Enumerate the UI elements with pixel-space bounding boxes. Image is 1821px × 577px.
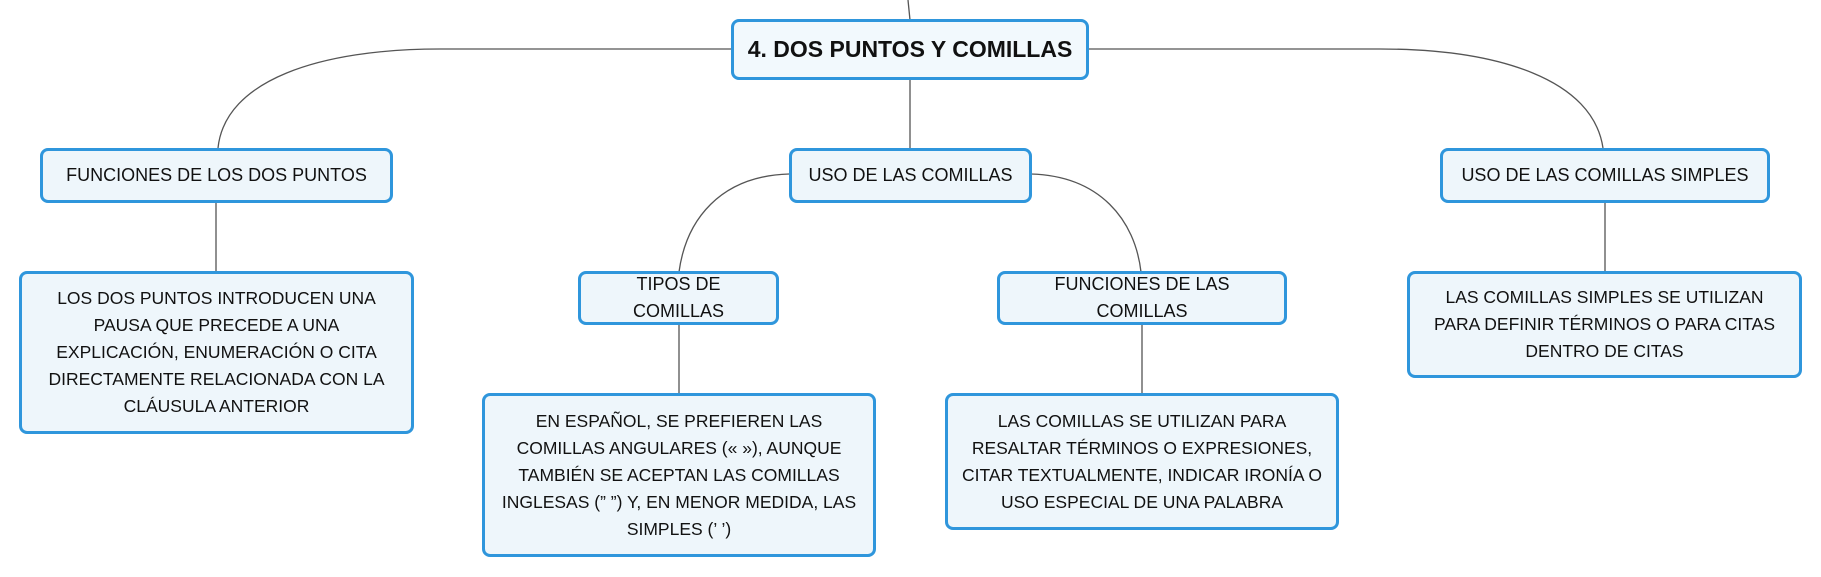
- detail-tipos-comillas[interactable]: EN ESPAÑOL, SE PREFIEREN LAS COMILLAS AN…: [482, 393, 876, 557]
- topic-uso-comillas[interactable]: USO DE LAS COMILLAS: [789, 148, 1032, 203]
- topic-uso-comillas-simples[interactable]: USO DE LAS COMILLAS SIMPLES: [1440, 148, 1770, 203]
- root-topic-node[interactable]: 4. DOS PUNTOS Y COMILLAS: [731, 19, 1089, 80]
- topic-tipos-comillas[interactable]: TIPOS DE COMILLAS: [578, 271, 779, 325]
- detail-funciones-comillas[interactable]: LAS COMILLAS SE UTILIZAN PARA RESALTAR T…: [945, 393, 1339, 530]
- topic-funciones-dos-puntos[interactable]: FUNCIONES DE LOS DOS PUNTOS: [40, 148, 393, 203]
- connector-root-to-simples: [1089, 48, 1604, 149]
- connector-parent-to-root: [907, 0, 911, 21]
- topic-funciones-comillas[interactable]: FUNCIONES DE LAS COMILLAS: [997, 271, 1287, 325]
- detail-funciones-dos-puntos[interactable]: LOS DOS PUNTOS INTRODUCEN UNA PAUSA QUE …: [19, 271, 414, 434]
- connector-root-to-dos-puntos: [217, 48, 731, 149]
- detail-uso-comillas-simples[interactable]: LAS COMILLAS SIMPLES SE UTILIZAN PARA DE…: [1407, 271, 1802, 378]
- connector-comillas-to-tipos: [678, 173, 790, 273]
- connector-comillas-to-funciones: [1030, 173, 1142, 273]
